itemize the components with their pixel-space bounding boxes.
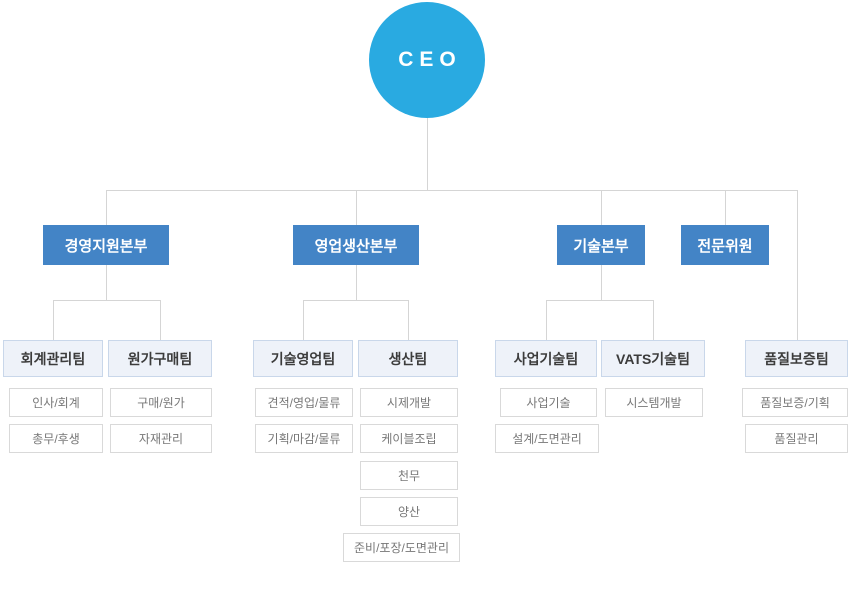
unit-box-business-technology: 사업기술 bbox=[500, 388, 597, 417]
division-box-technology: 기술본부 bbox=[557, 225, 645, 265]
connector-root-bar bbox=[106, 190, 798, 191]
connector-drop-qa-team bbox=[797, 190, 798, 340]
connector-drop-team-5 bbox=[653, 300, 654, 340]
connector-drop-team-3 bbox=[408, 300, 409, 340]
unit-box-quality-control: 품질관리 bbox=[745, 424, 848, 453]
unit-box-general-affairs-welfare: 총무/후생 bbox=[9, 424, 103, 453]
unit-box-preparation-packing-drawing: 준비/포장/도면관리 bbox=[343, 533, 460, 562]
ceo-node: CEO bbox=[369, 2, 485, 118]
team-box-cost-purchasing: 원가구매팀 bbox=[108, 340, 212, 377]
connector-bar-division-0 bbox=[53, 300, 161, 301]
connector-drop-division-0 bbox=[106, 190, 107, 225]
unit-box-mass-production: 양산 bbox=[360, 497, 458, 526]
connector-bar-division-2 bbox=[546, 300, 654, 301]
connector-drop-team-2 bbox=[303, 300, 304, 340]
connector-drop-division-1 bbox=[356, 190, 357, 225]
team-box-business-technology: 사업기술팀 bbox=[495, 340, 597, 377]
unit-box-cable-assembly: 케이블조립 bbox=[360, 424, 458, 453]
unit-box-purchasing-cost: 구매/원가 bbox=[110, 388, 212, 417]
connector-stem-division-1 bbox=[356, 265, 357, 300]
unit-box-quality-assurance-planning: 품질보증/기획 bbox=[742, 388, 848, 417]
unit-box-design-drawing-management: 설계/도면관리 bbox=[495, 424, 599, 453]
connector-bar-division-1 bbox=[303, 300, 409, 301]
connector-drop-team-0 bbox=[53, 300, 54, 340]
connector-drop-division-2 bbox=[601, 190, 602, 225]
team-box-vats-technology: VATS기술팀 bbox=[601, 340, 705, 377]
connector-drop-division-3 bbox=[725, 190, 726, 225]
team-box-production: 생산팀 bbox=[358, 340, 458, 377]
unit-box-chunmu: 천무 bbox=[360, 461, 458, 490]
unit-box-planning-closing-logistics: 기획/마감/물류 bbox=[255, 424, 353, 453]
unit-box-material-management: 자재관리 bbox=[110, 424, 212, 453]
team-box-quality-assurance: 품질보증팀 bbox=[745, 340, 848, 377]
unit-box-hr-accounting: 인사/회계 bbox=[9, 388, 103, 417]
connector-stem-division-0 bbox=[106, 265, 107, 300]
unit-box-prototype-development: 시제개발 bbox=[360, 388, 458, 417]
connector-ceo-stem bbox=[427, 117, 428, 190]
team-box-accounting: 회계관리팀 bbox=[3, 340, 103, 377]
unit-box-system-development: 시스템개발 bbox=[605, 388, 703, 417]
division-box-management-support: 경영지원본부 bbox=[43, 225, 169, 265]
team-box-technical-sales: 기술영업팀 bbox=[253, 340, 353, 377]
division-box-expert-committee: 전문위원 bbox=[681, 225, 769, 265]
connector-drop-team-4 bbox=[546, 300, 547, 340]
unit-box-quotation-sales-logistics: 견적/영업/물류 bbox=[255, 388, 353, 417]
connector-drop-team-1 bbox=[160, 300, 161, 340]
division-box-sales-production: 영업생산본부 bbox=[293, 225, 419, 265]
connector-stem-division-2 bbox=[601, 265, 602, 300]
